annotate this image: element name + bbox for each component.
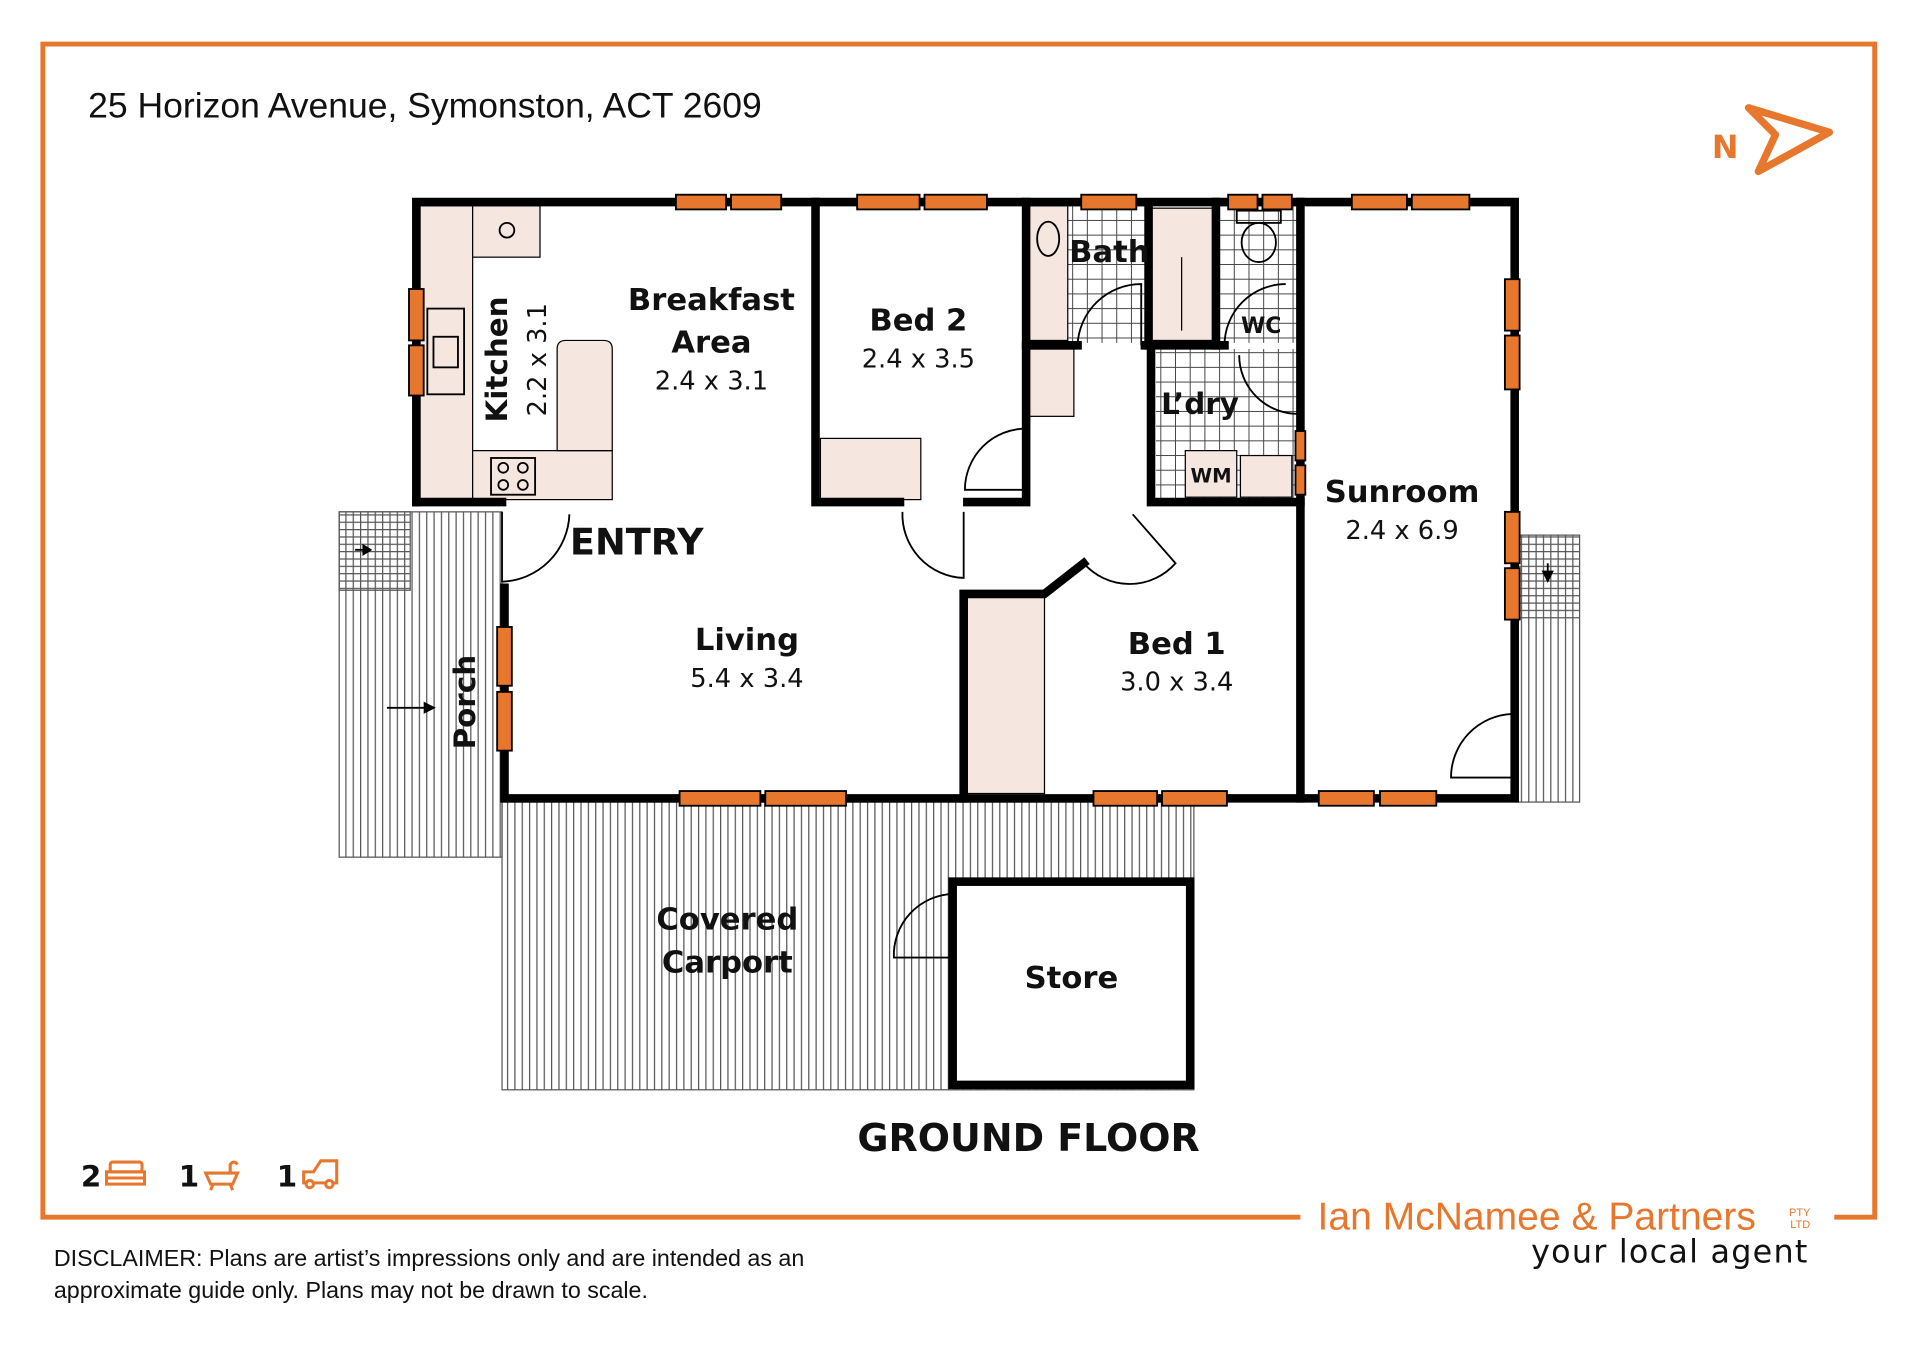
kitchen-label: Kitchen: [480, 296, 514, 422]
laundry-label: L’dry: [1161, 387, 1239, 421]
disclaimer-line-1: DISCLAIMER: Plans are artist’s impressio…: [54, 1245, 804, 1271]
living-label: Living: [695, 623, 799, 658]
frame-border: [40, 41, 1878, 1220]
store-walls: [948, 877, 1195, 1090]
breakfast-label: Breakfast: [628, 283, 795, 318]
bed2-size: 2.4 x 3.5: [862, 344, 975, 374]
svg-text:Ian McNamee & Partners: Ian McNamee & Partners: [1318, 1195, 1756, 1238]
svg-text:your local agent: your local agent: [1531, 1232, 1809, 1270]
windows: [408, 193, 1521, 807]
carport-label-2: Carport: [662, 945, 793, 980]
kitchen-size: 2.2 x 3.1: [523, 303, 553, 416]
sunroom-label: Sunroom: [1325, 475, 1480, 510]
living-size: 5.4 x 3.4: [690, 664, 803, 694]
svg-text:LTD: LTD: [1790, 1219, 1810, 1231]
carport-label: Covered: [656, 902, 798, 937]
bed-count: 2: [81, 1160, 101, 1194]
wc-label: WC: [1241, 314, 1281, 339]
bed-icon: [105, 1160, 147, 1186]
bath-label: Bath: [1069, 235, 1149, 270]
sunroom-size: 2.4 x 6.9: [1345, 516, 1458, 546]
entry-label: ENTRY: [570, 521, 704, 564]
store-label: Store: [1025, 961, 1119, 996]
bed1-label: Bed 1: [1128, 627, 1226, 662]
brand-logo: Ian McNamee & Partners PTY LTD your loca…: [1318, 1195, 1812, 1270]
porch-label: Porch: [448, 655, 482, 750]
svg-text:PTY: PTY: [1789, 1207, 1811, 1219]
bed1-size: 3.0 x 3.4: [1120, 668, 1233, 698]
bed2-label: Bed 2: [869, 304, 967, 339]
north-arrow-icon: N: [1712, 104, 1834, 176]
floor-title: GROUND FLOOR: [857, 1116, 1199, 1160]
svg-text:N: N: [1712, 128, 1739, 166]
car-count: 1: [277, 1160, 297, 1194]
car-icon: [302, 1159, 339, 1190]
address-title: 25 Horizon Avenue, Symonston, ACT 2609: [88, 86, 762, 126]
bath-icon: [203, 1160, 240, 1191]
wm-label: WM: [1190, 464, 1231, 487]
bath-count: 1: [179, 1160, 199, 1194]
breakfast-size: 2.4 x 3.1: [655, 366, 768, 396]
disclaimer-line-2: approximate guide only. Plans may not be…: [54, 1277, 648, 1303]
breakfast-label-2: Area: [671, 326, 751, 361]
